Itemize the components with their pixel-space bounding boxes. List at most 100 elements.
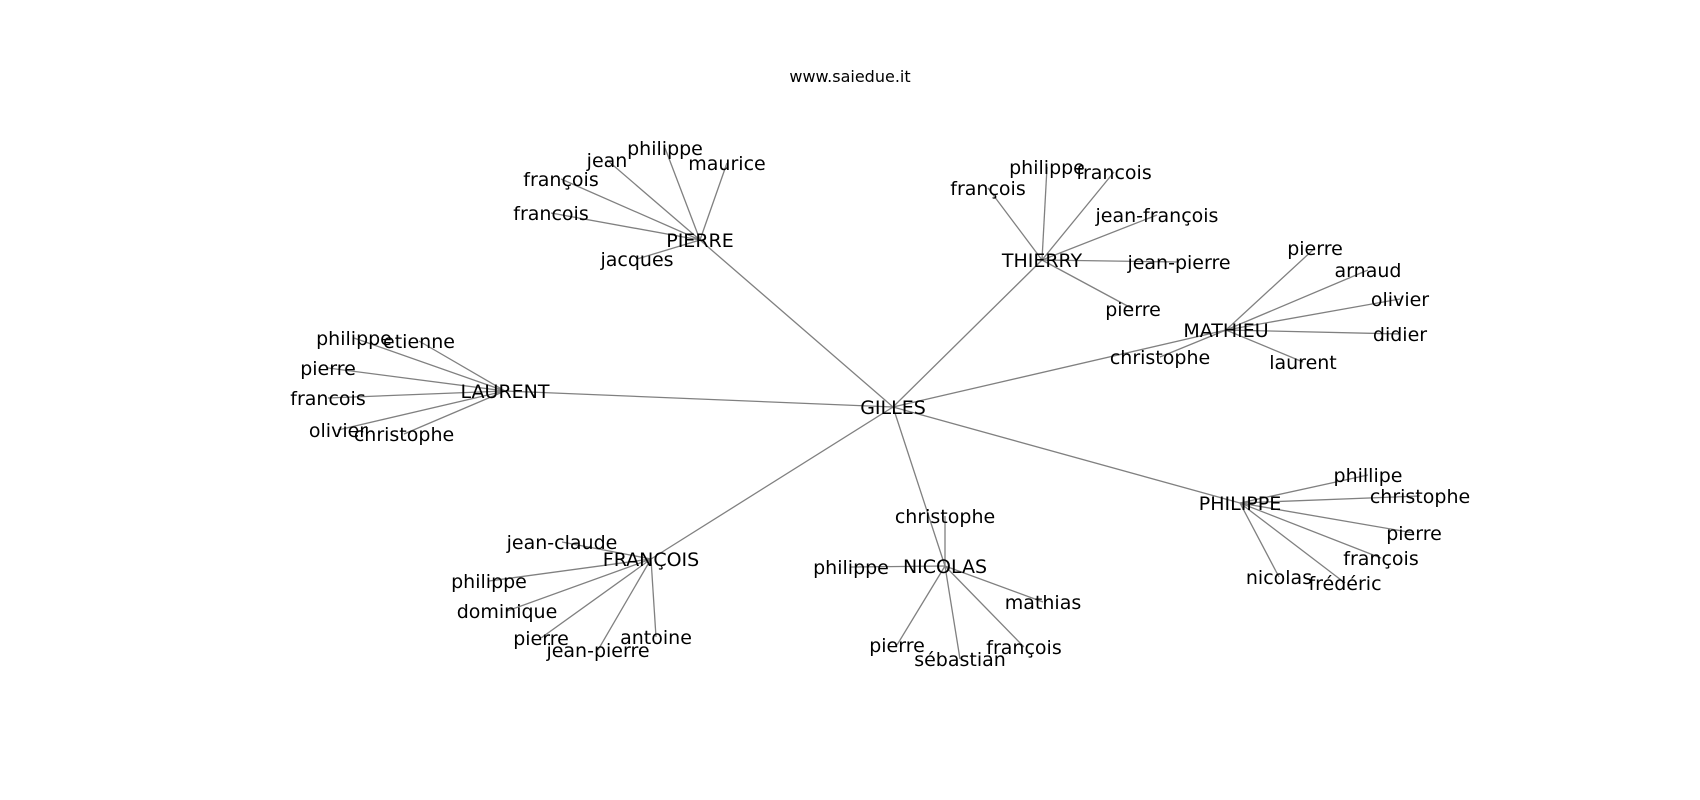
leaf-node-label: antoine [620,627,692,649]
leaf-node-label: pierre [513,628,569,650]
edge-line [850,565,946,568]
edge-line [1239,495,1421,504]
edge-line [597,558,652,651]
leaf-node-label: jean-pierre [1126,252,1230,274]
edge-line [561,541,652,560]
edge-line [1239,502,1415,534]
leaf-node-label: pierre [1386,523,1442,545]
branch-node-label: PIERRE [666,230,733,252]
edge-line [650,558,657,638]
leaf-node-label: francois [1076,162,1151,184]
edge-line [1225,247,1316,331]
leaf-node-label: françois [986,637,1061,659]
edge-line [1041,166,1048,261]
leaf-node-label: christophe [1370,486,1470,508]
edge-line [1225,298,1401,331]
leaf-node-label: didier [1373,324,1427,346]
edge-line [892,406,1241,504]
leaf-node-label: philippe [316,328,392,350]
leaf-node-label: arnaud [1335,260,1402,282]
leaf-node-label: jacques [599,249,673,271]
edge-line [418,340,506,392]
edge-line [327,390,506,399]
edge-line [699,162,728,241]
edge-line [1225,329,1304,363]
edge-line [1239,502,1382,559]
leaf-node-label: jean [586,150,628,172]
leaf-node-label: pierre [1287,238,1343,260]
leaf-node-label: christophe [895,506,995,528]
edge-line [699,239,894,408]
edge-line [1239,502,1346,584]
leaf-node-label: sébastian [914,649,1006,671]
watermark-text: www.saiedue.it [789,67,910,86]
edge-line [892,406,946,567]
edges-layer [327,147,1421,660]
branch-node-label: LAURENT [461,381,550,403]
branch-node-label: NICOLAS [903,556,987,578]
edge-line [1041,171,1115,261]
leaf-node-label: christophe [354,424,454,446]
edge-line [606,159,701,241]
edge-line [488,558,652,582]
leaf-node-label: pierre [1105,299,1161,321]
leaf-node-label: mathias [1005,592,1081,614]
leaf-node-label: françois [1343,548,1418,570]
leaf-node-label: maurice [688,153,765,175]
leaf-node-label: francois [513,203,588,225]
labels-layer: www.saiedue.it GILLES PIERRE THIERRY MAT… [290,67,1470,671]
leaf-node-label: jean-pierre [545,640,649,662]
edge-line [540,558,652,639]
leaf-node-label: pierre [869,635,925,657]
edge-line [1159,329,1227,358]
edge-line [987,187,1043,261]
leaf-node-label: françois [523,169,598,191]
edge-line [353,337,506,392]
leaf-node-label: philippe [627,138,703,160]
edge-line [403,390,506,435]
leaf-node-label: philippe [451,571,527,593]
branch-node-label: PHILIPPE [1199,493,1281,515]
edge-line [1225,329,1401,335]
branch-node-label: THIERRY [1001,250,1083,272]
edge-line [1239,474,1369,504]
leaf-node-label: dominique [457,601,558,623]
leaf-node-label: jean-françois [1095,205,1219,227]
edge-line [550,212,701,241]
edge-line [1041,214,1158,261]
edge-line [892,329,1227,408]
leaf-node-label: philippe [1009,157,1085,179]
edge-line [1041,259,1134,310]
edge-line [1239,502,1280,578]
leaf-node-label: laurent [1269,352,1337,374]
center-node-label: GILLES [860,397,926,419]
edge-line [944,565,1025,648]
edge-line [892,259,1043,408]
edge-line [1225,269,1369,331]
edge-line [636,239,701,260]
leaf-node-label: olivier [309,420,367,442]
leaf-node-label: pierre [300,358,356,380]
edge-line [337,390,506,431]
edge-line [944,565,1044,603]
leaf-node-label: phillipe [1334,465,1403,487]
leaf-node-label: nicolas [1246,567,1312,589]
edge-line [504,390,894,408]
edge-line [944,565,961,660]
branch-node-label: MATHIEU [1183,320,1268,342]
edge-line [506,558,652,612]
leaf-node-label: jean-claude [506,532,618,554]
edge-line [1041,259,1180,263]
leaf-node-label: philippe [813,557,889,579]
leaf-node-label: françois [950,178,1025,200]
branch-node-label: FRANÇOIS [603,549,699,571]
edge-line [327,367,506,392]
edge-line [650,406,894,560]
leaf-node-label: etienne [383,331,455,353]
edge-line [560,178,701,241]
leaf-node-label: francois [290,388,365,410]
leaf-node-label: frédéric [1308,573,1381,595]
leaf-node-label: christophe [1110,347,1210,369]
